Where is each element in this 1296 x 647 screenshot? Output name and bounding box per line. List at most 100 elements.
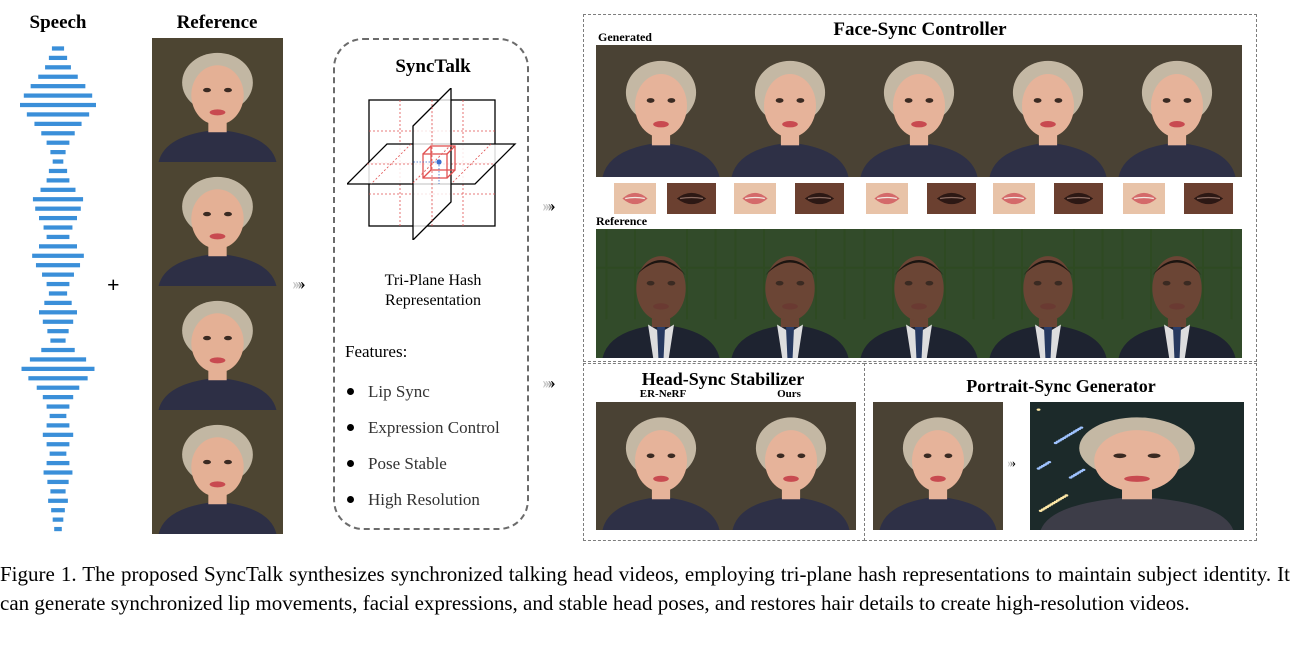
- wave-bar: [51, 508, 65, 513]
- wave-bar: [35, 206, 81, 211]
- wave-bar: [26, 112, 90, 117]
- wave-bar: [38, 74, 78, 79]
- wave-bar: [48, 55, 68, 61]
- wave-bar: [28, 376, 88, 381]
- portrait-sync-panel: [864, 363, 1257, 541]
- feature-item: High Resolution: [347, 490, 480, 510]
- face-sync-panel: [583, 14, 1257, 362]
- reference-frame: [152, 286, 283, 410]
- wave-bar: [46, 404, 70, 409]
- bullet-icon: [347, 495, 354, 503]
- feature-item: Expression Control: [347, 418, 500, 438]
- generated-mouth-crop: [1123, 183, 1165, 214]
- wave-bar: [51, 46, 65, 51]
- wave-bar: [40, 187, 76, 192]
- wave-bar: [46, 178, 70, 183]
- generated-mouth-crop: [734, 183, 776, 214]
- wave-bar: [36, 385, 80, 390]
- wave-bar: [46, 140, 70, 145]
- reference-label: Reference: [176, 12, 258, 33]
- triplane-label-line1: Tri-Plane Hash: [384, 272, 482, 289]
- speech-waveform: [20, 46, 96, 532]
- reference-frame-right: [596, 229, 726, 358]
- plus-sign: +: [107, 272, 120, 297]
- portrait-sync-title: Portrait-Sync Generator: [966, 376, 1156, 396]
- wave-bar: [54, 526, 62, 532]
- reference-mouth-crop: [795, 183, 844, 214]
- triplane-diagram: [347, 88, 517, 240]
- portrait-hires-frame: [1030, 402, 1244, 530]
- feature-item: Lip Sync: [347, 382, 430, 402]
- arrow-icon: ›››: [1007, 455, 1016, 470]
- wave-bar: [42, 395, 74, 400]
- wave-bar: [30, 84, 86, 89]
- wave-bar: [46, 281, 70, 287]
- wave-bar: [39, 244, 77, 249]
- wave-bar: [43, 225, 73, 230]
- wave-bar: [49, 413, 67, 419]
- wave-bar: [45, 65, 71, 70]
- generated-frame: [725, 45, 855, 177]
- ours-label: Ours: [777, 388, 801, 400]
- wave-bar: [41, 347, 75, 353]
- reference-mouth-crop: [1054, 183, 1103, 214]
- generated-frame: [854, 45, 984, 177]
- wave-bar: [23, 93, 93, 98]
- generated-mouth-crop: [993, 183, 1035, 214]
- wave-bar: [42, 432, 74, 437]
- reference-frame: [152, 38, 283, 162]
- portrait-input-frame: [873, 402, 1003, 530]
- wave-bar: [47, 479, 69, 485]
- wave-bar: [44, 300, 72, 306]
- reference-frame-right: [854, 229, 984, 358]
- bullet-icon: [347, 423, 354, 431]
- er-nerf-label: ER-NeRF: [639, 388, 687, 400]
- wave-bar: [20, 102, 96, 108]
- figure-caption: Figure 1. The proposed SyncTalk synthesi…: [0, 562, 1290, 615]
- wave-bar: [21, 366, 95, 371]
- generated-frame: [1112, 45, 1242, 177]
- synctalk-panel: SyncTalk: [333, 38, 529, 530]
- wave-bar: [48, 168, 68, 174]
- feature-item: Pose Stable: [347, 454, 447, 474]
- reference-mouth-crop: [667, 183, 716, 214]
- arrow-icon: ››››: [542, 373, 555, 392]
- wave-bar: [52, 159, 64, 164]
- wave-bar: [48, 498, 68, 503]
- bullet-icon: [347, 459, 354, 467]
- generated-mouth-crop: [866, 183, 908, 214]
- reference-mouth-crop: [1184, 183, 1233, 214]
- wave-bar: [50, 150, 66, 155]
- bullet-icon: [347, 387, 354, 395]
- wave-bar: [32, 253, 84, 258]
- wave-bar: [48, 291, 68, 296]
- wave-bar: [42, 272, 74, 277]
- wave-bar: [46, 442, 70, 447]
- wave-bar: [42, 319, 74, 324]
- er-nerf-frame: [596, 402, 726, 530]
- wave-bar: [50, 338, 66, 343]
- arrow-icon: ››››: [292, 274, 305, 293]
- arrow-icon: ››››: [542, 196, 555, 215]
- wave-bar: [49, 451, 67, 456]
- head-sync-title: Head-Sync Stabilizer: [641, 369, 805, 389]
- wave-bar: [34, 121, 82, 126]
- wave-bar: [46, 423, 70, 428]
- triplane-label-line2: Representation: [385, 292, 481, 309]
- wave-bar: [29, 357, 87, 362]
- reference-frame-right: [725, 229, 855, 358]
- wave-bar: [43, 470, 73, 475]
- speech-label: Speech: [29, 12, 87, 33]
- wave-bar: [39, 310, 77, 315]
- generated-frame: [596, 45, 726, 177]
- wave-bar: [46, 460, 70, 466]
- generated-frame: [983, 45, 1113, 177]
- wave-bar: [47, 329, 69, 334]
- reference-mouth-crop: [927, 183, 976, 214]
- reference-frame: [152, 410, 283, 534]
- wave-bar: [39, 215, 77, 221]
- reference-frame-right: [983, 229, 1113, 358]
- face-sync-title: Face-Sync Controller: [833, 19, 1007, 40]
- wave-bar: [52, 517, 64, 522]
- generated-mouth-crop: [614, 183, 656, 214]
